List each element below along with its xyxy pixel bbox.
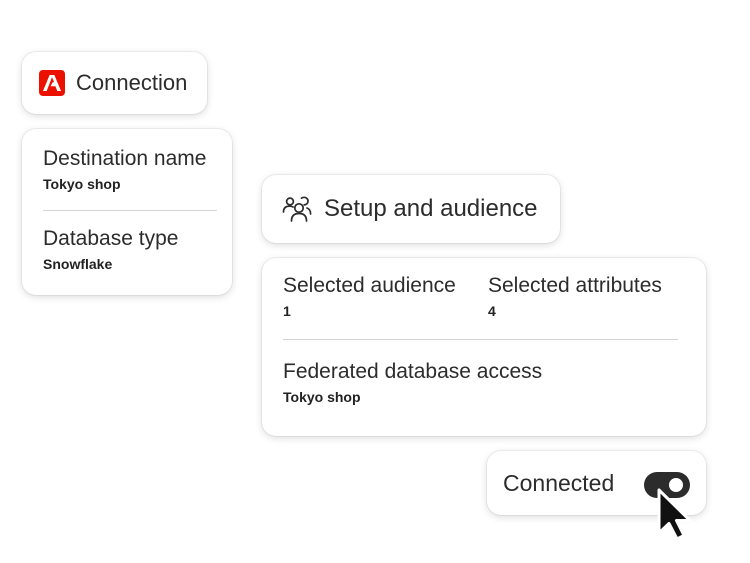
destination-name-label: Destination name: [43, 147, 207, 170]
pointer-cursor-icon: [657, 488, 692, 541]
selected-audience-label: Selected audience: [283, 274, 456, 297]
setup-header-card: Setup and audience: [262, 175, 560, 243]
selection-row: Selected audience 1 Selected attributes …: [283, 274, 678, 319]
database-type-label: Database type: [43, 227, 179, 251]
selected-attributes-value: 4: [488, 303, 496, 320]
destination-name-field: Destination name Tokyo shop: [43, 147, 217, 192]
connection-details-card: Destination name Tokyo shop Database typ…: [22, 129, 232, 295]
database-type-field: Database type Snowflake: [43, 227, 217, 272]
setup-details-card: Selected audience 1 Selected attributes …: [262, 258, 706, 436]
adobe-logo-icon: [39, 70, 65, 96]
connected-label: Connected: [503, 469, 615, 496]
selected-audience-value: 1: [283, 303, 291, 320]
database-type-value: Snowflake: [43, 256, 113, 273]
selected-audience-field: Selected audience 1: [283, 274, 488, 319]
selected-attributes-label: Selected attributes: [488, 274, 662, 297]
connected-status-card: Connected: [487, 451, 706, 515]
federated-access-label: Federated database access: [283, 360, 543, 384]
audience-icon: [282, 195, 312, 223]
selected-attributes-field: Selected attributes 4: [488, 274, 662, 319]
federated-access-value: Tokyo shop: [283, 389, 361, 406]
connected-toggle[interactable]: [644, 472, 690, 498]
federated-access-field: Federated database access Tokyo shop: [283, 360, 678, 405]
connection-title: Connection: [76, 70, 188, 95]
divider: [43, 210, 217, 212]
connection-header-card: Connection: [22, 52, 207, 114]
toggle-knob: [666, 475, 686, 495]
destination-name-value: Tokyo shop: [43, 176, 121, 193]
divider: [283, 339, 678, 341]
setup-title: Setup and audience: [324, 195, 538, 222]
